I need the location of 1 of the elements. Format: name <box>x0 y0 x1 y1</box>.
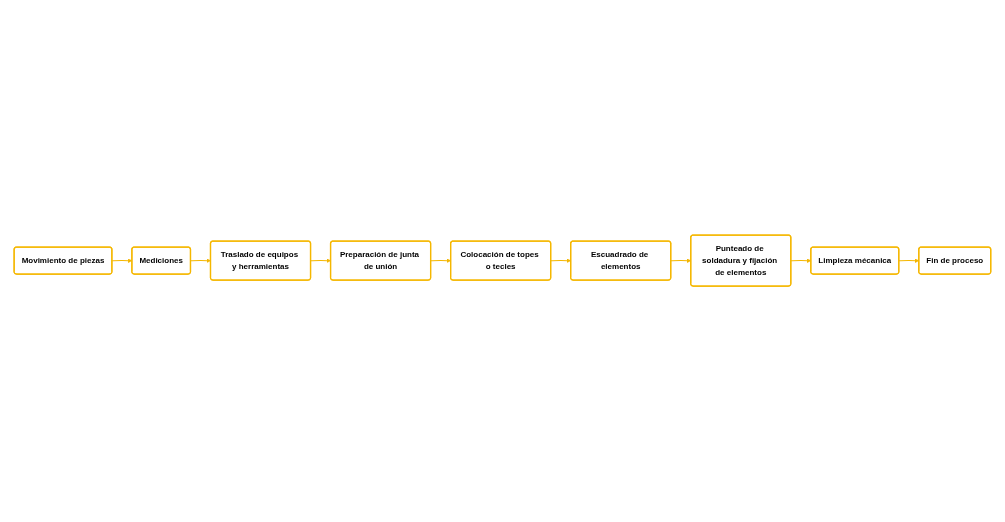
arrow <box>190 258 211 264</box>
